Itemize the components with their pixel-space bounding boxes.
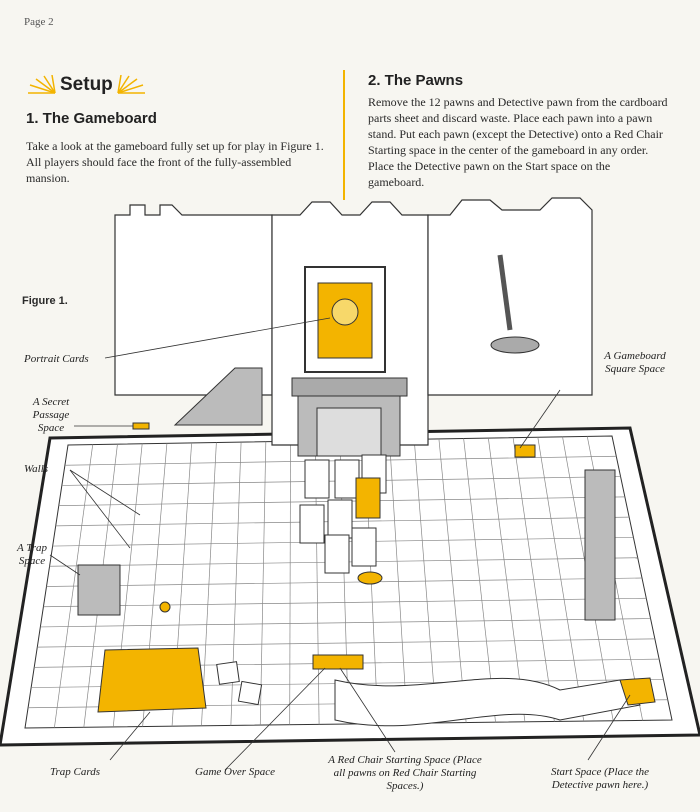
page-number: Page 2 <box>24 16 54 28</box>
caption-trap-space: A Trap Space <box>16 542 48 567</box>
trap-space-marker <box>159 601 171 613</box>
setup-title: Setup <box>60 74 113 95</box>
callout-lines <box>49 317 631 771</box>
fireplace-opening <box>316 407 382 457</box>
chandelier-base <box>490 336 540 354</box>
trap-statue <box>77 564 121 616</box>
figure-label: Figure 1. <box>22 295 68 307</box>
caption-portrait-cards: Portrait Cards <box>24 353 89 365</box>
caption-start-space: Start Space (Place the Detective pawn he… <box>550 766 650 791</box>
secret-passage-space <box>132 422 150 430</box>
caption-trap-cards: Trap Cards <box>50 766 101 778</box>
caption-walls: Walls <box>24 463 49 475</box>
left-wall <box>114 204 273 396</box>
start-path <box>334 677 641 727</box>
gameboard-heading: 1. The Gameboard <box>26 110 157 127</box>
board-inner-edge <box>24 435 673 729</box>
gameboard-square-space <box>514 444 536 458</box>
start-space <box>619 677 656 706</box>
caption-gameboard-square: A Gameboard Square Space <box>604 350 666 375</box>
caption-game-over: Game Over Space <box>195 766 276 778</box>
setup-banner: Setup <box>26 74 147 96</box>
sunburst-left-icon <box>28 75 56 94</box>
pawn-cluster <box>299 454 387 585</box>
chandelier-arm <box>497 254 513 331</box>
right-wall <box>427 197 593 396</box>
gameboard-body: Take a look at the gameboard fully set u… <box>26 139 324 185</box>
trap-cards-pile <box>97 647 207 713</box>
caption-secret-passage: A Secret Passage Space <box>32 396 70 434</box>
die-two <box>237 680 263 706</box>
caption-red-chair: A Red Chair Starting Space (Place all pa… <box>328 754 482 792</box>
staircase <box>173 367 263 426</box>
game-over-space <box>312 654 364 670</box>
column-divider <box>343 70 345 200</box>
pawns-body: Remove the 12 pawns and Detective pawn f… <box>368 95 668 189</box>
gate-post <box>584 469 616 621</box>
die-one <box>216 661 240 685</box>
portrait-face <box>331 298 359 326</box>
sunburst-right-icon <box>117 75 145 94</box>
pawns-heading: 2. The Pawns <box>368 72 464 89</box>
mantel <box>291 377 408 397</box>
